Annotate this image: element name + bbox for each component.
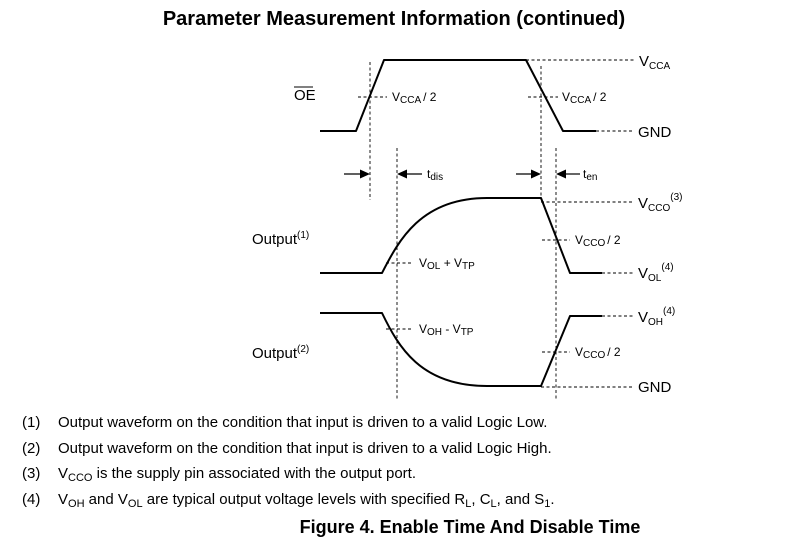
oe-waveform <box>320 59 596 132</box>
tdis-arrows <box>344 169 422 179</box>
voh-minus-vtp-label: VOH - VTP <box>419 322 474 338</box>
vcco-half-1-label: VCCO/ 2 <box>575 233 621 249</box>
output2-waveform <box>320 312 602 387</box>
footnote-number: (3) <box>22 465 41 482</box>
footnote-3: (3) VCCO is the supply pin associated wit… <box>22 463 555 489</box>
output1-label: Output(1) <box>252 230 309 248</box>
footnote-text: VOH and VOL are typical output voltage l… <box>58 490 555 510</box>
output1-waveform <box>320 197 602 274</box>
voh-label: VOH(4) <box>638 306 675 328</box>
footnote-4: (4) VOH and VOL are typical output voltag… <box>22 489 555 515</box>
vol-label: VOL(4) <box>638 262 674 284</box>
footnote-text: Output waveform on the condition that in… <box>58 414 548 431</box>
vcco-top-label: VCCO(3) <box>638 192 682 214</box>
output2-label: Output(2) <box>252 344 309 362</box>
vcca-half-2-label: VCCA/ 2 <box>562 90 607 106</box>
tdis-label: tdis <box>427 167 443 183</box>
footnote-number: (2) <box>22 439 41 457</box>
ten-arrows <box>516 169 580 179</box>
timing-diagram: OE Output(1) Output(2) VCCA GND VCCO(3) … <box>252 53 682 400</box>
gnd-top-label: GND <box>638 124 672 141</box>
footnote-1: (1) Output waveform on the condition that… <box>22 412 555 438</box>
vcco-half-2-label: VCCO/ 2 <box>575 345 621 361</box>
vcca-half-1-label: VCCA/ 2 <box>392 90 437 106</box>
vol-plus-vtp-label: VOL + VTP <box>419 256 475 272</box>
footnotes: (1) Output waveform on the condition that… <box>22 412 555 514</box>
vcca-label: VCCA <box>639 53 670 72</box>
page-title: Parameter Measurement Information (conti… <box>162 8 626 30</box>
footnote-2: (2) Output waveform on the condition that… <box>22 438 555 464</box>
footnote-number: (1) <box>22 414 41 431</box>
footnote-text: VCCO is the supply pin associated with t… <box>58 465 416 484</box>
figure-caption: Figure 4. Enable Time And Disable Time <box>299 517 641 537</box>
footnote-text: Output waveform on the condition that in… <box>58 439 552 457</box>
ten-label: ten <box>583 167 597 183</box>
oe-label: OE <box>294 87 316 104</box>
gnd-bottom-label: GND <box>638 379 672 396</box>
footnote-number: (4) <box>22 490 41 508</box>
